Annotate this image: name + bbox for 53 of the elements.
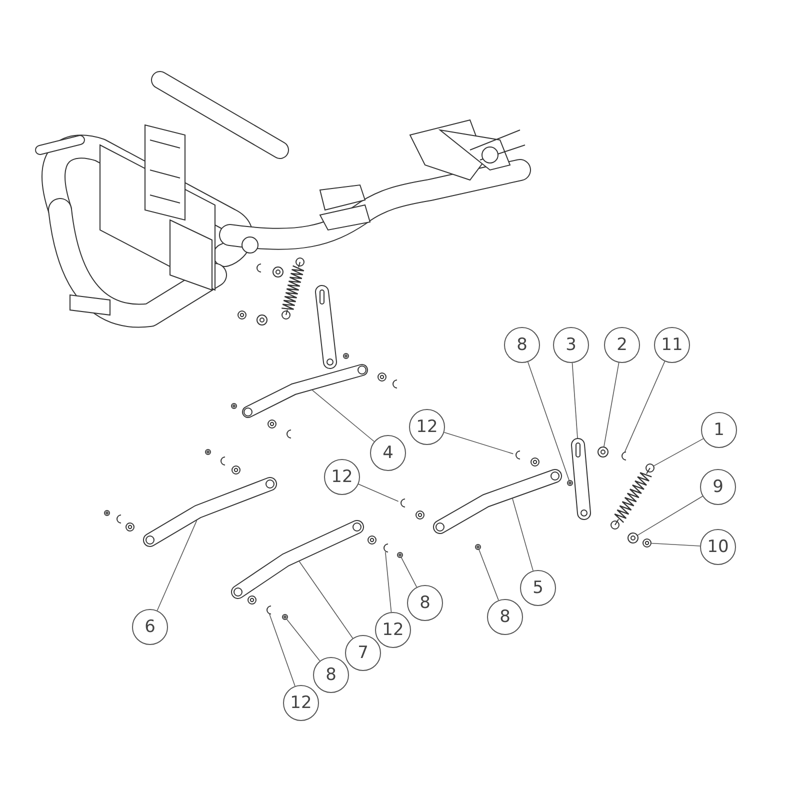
callout-number: 9 <box>700 469 736 505</box>
link-plate-drawing <box>571 438 591 520</box>
hairpin-clip-drawing <box>622 452 626 460</box>
lift-arm-drawing <box>433 469 562 534</box>
callout-number: 12 <box>375 612 411 648</box>
leader-line <box>478 548 499 601</box>
callout-number: 12 <box>409 409 445 445</box>
callout-number: 4 <box>370 435 406 471</box>
callout-number: 1 <box>701 412 737 448</box>
leader-line <box>624 361 666 453</box>
leader-line <box>650 542 700 546</box>
bolt-drawing <box>642 538 652 548</box>
callout-number: 8 <box>504 327 540 363</box>
e-clip-drawing <box>516 450 520 460</box>
washer-drawing <box>628 532 638 544</box>
leader-line <box>298 561 354 639</box>
lift-arm-drawing <box>231 520 364 599</box>
leader-line <box>653 438 704 466</box>
leader-line <box>400 556 418 588</box>
leader-line <box>385 552 392 612</box>
callout-number: 3 <box>553 327 589 363</box>
leader-line <box>312 390 375 442</box>
leader-line <box>444 432 514 454</box>
washer-drawing <box>598 446 608 458</box>
leader-line <box>603 362 620 448</box>
e-clip-drawing <box>400 498 406 508</box>
leader-line <box>636 496 703 536</box>
callout-number: 7 <box>345 635 381 671</box>
lift-arm-drawing <box>143 477 277 547</box>
leader-line <box>156 520 198 611</box>
e-clip-drawing <box>266 606 272 614</box>
callout-number: 6 <box>132 609 168 645</box>
callout-number: 8 <box>407 585 443 621</box>
callout-number: 12 <box>283 685 319 721</box>
grease-fitting-drawing <box>475 544 481 550</box>
leader-line <box>572 362 578 438</box>
callout-number: 2 <box>604 327 640 363</box>
lift-arm-drawing <box>242 364 368 418</box>
callout-number: 8 <box>487 599 523 635</box>
spring-drawing <box>610 464 654 530</box>
callout-number: 10 <box>700 529 736 565</box>
leader-line <box>286 618 320 662</box>
grease-fitting-drawing <box>567 480 573 486</box>
callout-number: 8 <box>313 657 349 693</box>
callout-number: 11 <box>654 327 690 363</box>
leader-line <box>512 498 534 572</box>
e-clip-drawing <box>384 544 388 552</box>
leader-line <box>358 484 399 502</box>
callout-number: 12 <box>324 459 360 495</box>
grease-fitting-drawing <box>397 552 403 558</box>
callout-number: 5 <box>520 570 556 606</box>
grease-fitting-drawing <box>282 614 288 620</box>
leader-line <box>268 613 296 686</box>
